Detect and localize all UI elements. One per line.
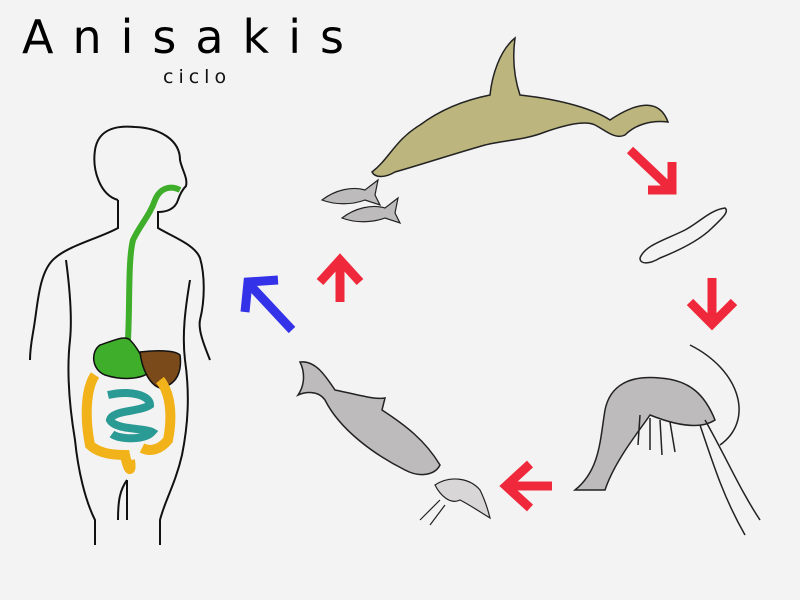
liver bbox=[139, 350, 182, 389]
diagram-title: Anisakis bbox=[22, 10, 363, 64]
arrow-dolphin-to-larva bbox=[626, 146, 677, 195]
krill-icon bbox=[419, 478, 491, 526]
small-fish-icon bbox=[320, 178, 402, 225]
arrow-to-human bbox=[240, 275, 296, 334]
arrow-fish-to-smallfish bbox=[316, 253, 364, 302]
arrow-larva-to-shrimp bbox=[686, 278, 738, 331]
dolphin-icon bbox=[371, 36, 670, 178]
fish-icon bbox=[295, 361, 441, 476]
cycle-arrows bbox=[316, 146, 738, 512]
arrow-shrimp-to-fish bbox=[499, 460, 552, 512]
digestive-system bbox=[81, 184, 182, 474]
small-intestine bbox=[105, 389, 159, 443]
diagram-subtitle: ciclo bbox=[163, 66, 232, 88]
larva-icon bbox=[639, 207, 727, 264]
esophagus bbox=[125, 184, 182, 341]
large-intestine bbox=[81, 372, 176, 474]
human-figure bbox=[29, 125, 211, 545]
shrimp-icon bbox=[572, 344, 761, 536]
